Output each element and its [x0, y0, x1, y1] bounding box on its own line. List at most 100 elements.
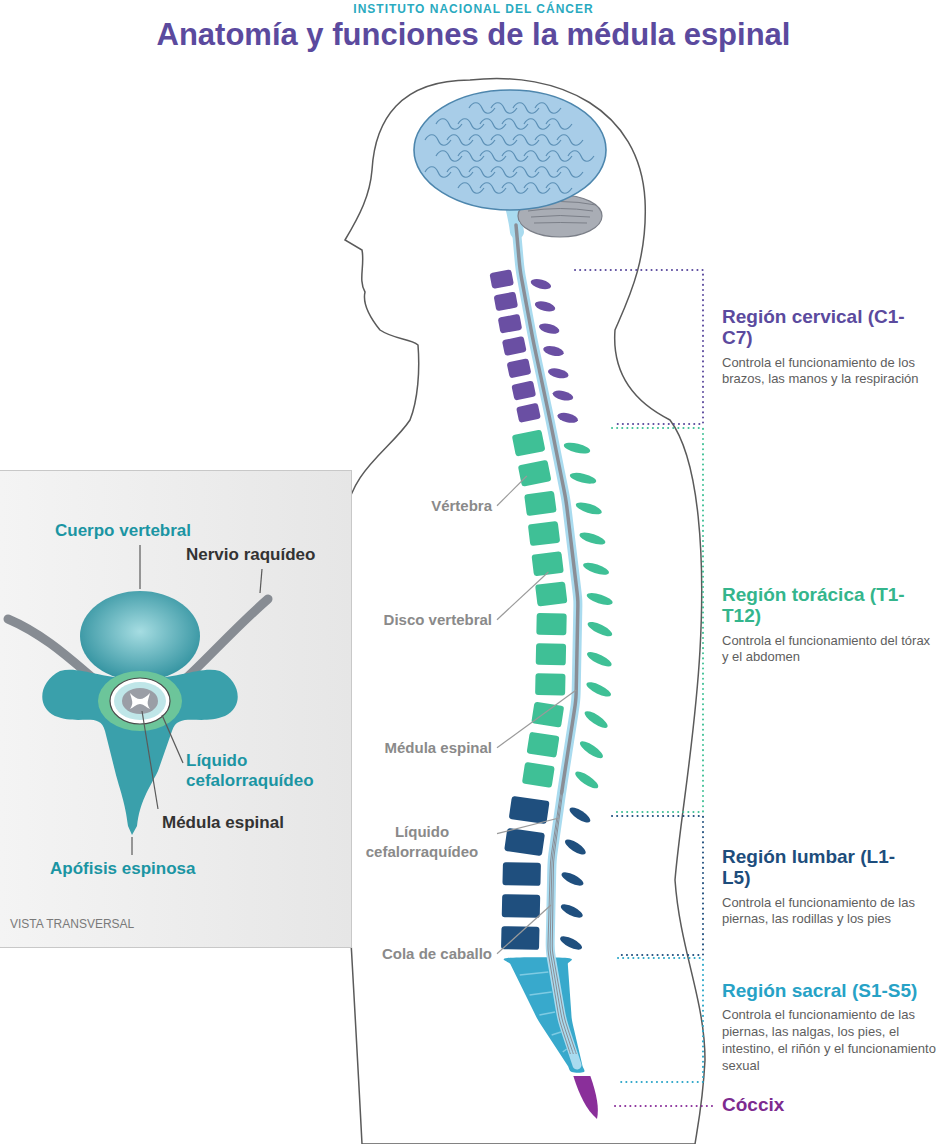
spinous-process: [556, 411, 578, 424]
brain-gyrus: [557, 167, 583, 178]
leader-lines: [497, 476, 576, 954]
part-label: Médula espinal: [162, 813, 284, 833]
cerebellum-fold: [531, 216, 590, 218]
spinous-process: [534, 299, 557, 313]
leader-line: [162, 715, 183, 763]
spinal-cord: [516, 225, 578, 793]
body-silhouette: [342, 79, 705, 1144]
coccyx-pointer: [615, 1105, 712, 1107]
part-label: Vértebra: [352, 496, 492, 516]
cerebellum-fold: [528, 209, 593, 212]
spinous-process: [585, 590, 613, 607]
leader-line: [497, 476, 527, 506]
region-heading: Región torácica (T1-T12): [722, 584, 907, 627]
region-bracket: [612, 816, 703, 955]
brain-gyrus: [568, 151, 594, 162]
lumbar-vertebra: [504, 828, 545, 856]
cord-section: [122, 688, 158, 714]
body-outline: [342, 79, 705, 1144]
cauda-equina-fibre: [552, 790, 576, 1054]
sacral-segment: [539, 1012, 555, 1015]
brain: [414, 90, 606, 237]
inset-panel: Cuerpo vertebralNervio raquídeoLíquido c…: [0, 470, 352, 948]
vertebral-column: [489, 225, 614, 1119]
brain-gyrus: [546, 183, 572, 194]
region-heading: Cóccix: [722, 1094, 784, 1115]
brain-gyrus: [535, 103, 561, 114]
leader-line: [497, 818, 559, 834]
brain-gyrus: [546, 119, 572, 130]
part-label: Líquido cefalorraquídeo: [186, 751, 346, 792]
part-label: Médula espinal: [342, 738, 492, 758]
spinous-process: [569, 471, 597, 486]
lumbar-vertebra: [502, 894, 541, 918]
part-label: Disco vertebral: [342, 610, 492, 630]
diagram-title: Anatomía y funciones de la médula espina…: [0, 16, 947, 53]
part-label: Cola de caballo: [342, 944, 492, 964]
region-bracket: [618, 958, 703, 1082]
spinous-process: [586, 619, 614, 639]
spinous-process: [575, 500, 603, 517]
csf-canal: [516, 225, 578, 1065]
region-heading: Región lumbar (L1-L5): [722, 846, 907, 889]
cervical-vertebra: [502, 336, 527, 356]
leader-line: [497, 572, 548, 620]
spinous-process: [559, 902, 585, 921]
part-label: Líquido cefalorraquídeo: [352, 822, 492, 861]
spinous-process: [563, 441, 591, 456]
spinous-process: [563, 837, 588, 858]
spinous-process: [585, 649, 613, 669]
sacral-segment: [563, 1049, 567, 1052]
leader-line: [139, 545, 140, 589]
cervical-vertebra: [516, 403, 541, 423]
region-brackets: [575, 270, 712, 1106]
part-label: Apófisis espinosa: [50, 859, 195, 879]
cauda-equina-fibre: [548, 790, 570, 1054]
sacral-segment: [552, 1032, 561, 1035]
cervical-vertebra: [489, 269, 514, 289]
spinous-process: [573, 769, 600, 792]
thoracic-vertebra: [536, 613, 566, 635]
thoracic-vertebra: [528, 521, 560, 546]
region-description: Controla el funcionamiento de los brazos…: [722, 355, 940, 389]
region-description: Controla el funcionamiento de las pierna…: [722, 895, 940, 929]
cervical-vertebra: [494, 292, 519, 312]
spinous-process: [552, 389, 574, 402]
cerebrum: [414, 90, 606, 210]
thoracic-vertebra: [535, 581, 567, 606]
spinous-process: [578, 738, 605, 761]
lumbar-vertebra: [509, 796, 550, 824]
coccyx: [573, 1076, 598, 1119]
cervical-vertebra: [511, 380, 536, 400]
spinous-process: [582, 708, 609, 731]
thoracic-vertebra: [522, 762, 555, 788]
thoracic-vertebra: [536, 643, 566, 665]
thoracic-vertebra: [531, 702, 564, 728]
spinous-process: [578, 530, 606, 547]
sacral-segment: [530, 992, 552, 995]
region-bracket: [612, 428, 703, 812]
lumbar-vertebra: [501, 926, 540, 950]
spinous-process: [547, 367, 569, 380]
spinous-process: [530, 277, 553, 291]
grey-matter: [130, 693, 150, 709]
thoracic-vertebra: [524, 491, 557, 516]
vertebral-body: [80, 591, 200, 681]
view-caption: VISTA TRANSVERSAL: [10, 917, 134, 931]
cauda-equina-fibre: [550, 790, 573, 1054]
spinous-process: [538, 322, 561, 336]
org-name: INSTITUTO NACIONAL DEL CÁNCER: [0, 2, 947, 16]
csf-ring: [114, 682, 166, 720]
leader-line: [497, 905, 551, 954]
part-label: Cuerpo vertebral: [55, 521, 191, 541]
spinal-canal-wall: [98, 671, 182, 731]
region-heading: Región sacral (S1-S5): [722, 980, 917, 1001]
leader-line: [142, 711, 158, 809]
thoracic-vertebra: [535, 673, 565, 695]
spinous-process: [560, 870, 586, 889]
leader-line: [260, 569, 262, 593]
region-description: Controla el funcionamiento de las pierna…: [722, 1007, 940, 1075]
spinous-process: [582, 560, 610, 577]
spinal-canal: [110, 678, 170, 724]
